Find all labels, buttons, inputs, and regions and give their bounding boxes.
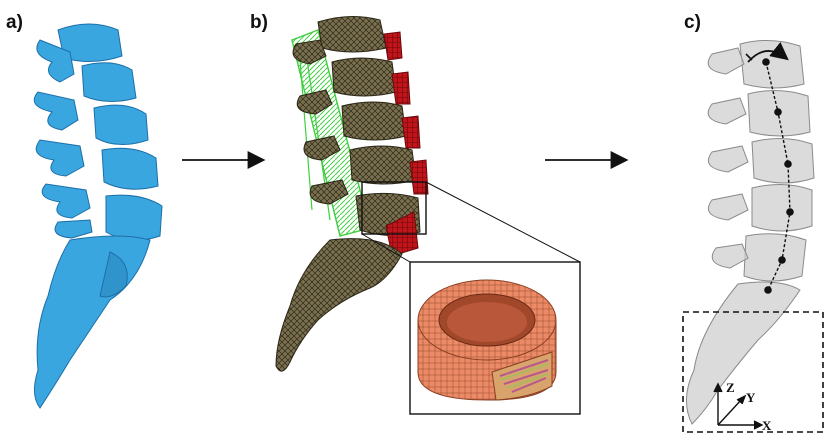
axis-label-y: Y: [746, 390, 756, 405]
centroid-node: [778, 256, 786, 264]
blue-spine-model: [34, 24, 162, 408]
centroid-node: [786, 208, 794, 216]
axis-label-z: Z: [726, 380, 735, 395]
centroid-node: [784, 160, 792, 168]
axis-label-x: X: [762, 418, 772, 433]
centroid-node: [774, 108, 782, 116]
intervertebral-disc: [392, 72, 410, 104]
intervertebral-disc: [402, 116, 420, 148]
transparent-spine-model: [686, 40, 814, 424]
intervertebral-disc: [384, 32, 402, 60]
centroid-node: [764, 286, 772, 294]
centroid-node: [762, 58, 770, 66]
intervertebral-disc: [410, 160, 428, 194]
disc-mesh-detail: [418, 280, 556, 400]
finite-element-spine-model: [276, 16, 428, 371]
